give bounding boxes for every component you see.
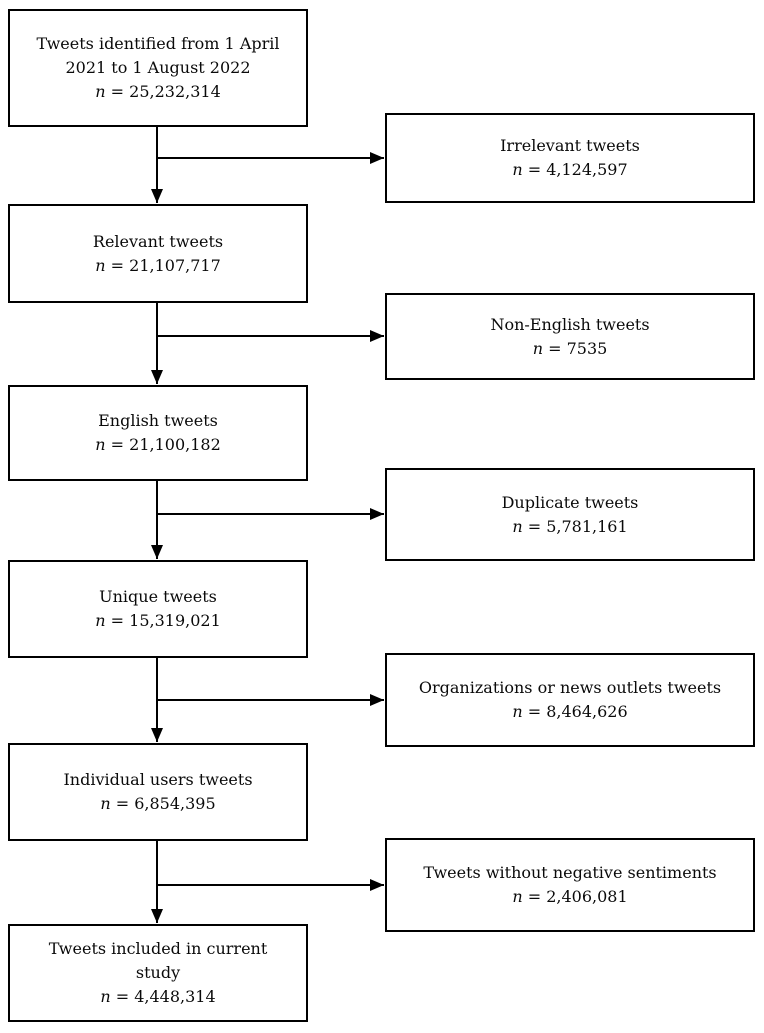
n-value: = 8,464,626 — [527, 702, 628, 721]
box-label: Relevant tweets — [92, 231, 224, 251]
n-value: = 15,319,021 — [110, 611, 221, 630]
flow-box-included: Tweets included in current study n = 4,4… — [8, 924, 308, 1022]
n-value: = 6,854,395 — [115, 794, 216, 813]
n-variable: n — [512, 887, 523, 906]
box-count: n = 4,448,314 — [100, 985, 215, 1009]
n-variable: n — [512, 516, 523, 536]
exclusion-box-non-english: Non-English tweets n = 7535 — [385, 293, 755, 380]
box-label: Tweets included in current study — [48, 939, 268, 982]
n-variable: n — [95, 255, 106, 275]
n-variable: n — [100, 794, 111, 813]
box-count: n = 2,406,081 — [512, 885, 627, 909]
box-count: n = 8,464,626 — [512, 700, 627, 724]
exclusion-box-organizations: Organizations or news outlets tweets n =… — [385, 653, 755, 747]
exclusion-box-duplicate: Duplicate tweets n = 5,781,161 — [385, 468, 755, 561]
box-count: n = 25,232,314 — [95, 80, 221, 104]
flow-box-unique: Unique tweets n = 15,319,021 — [8, 560, 308, 658]
n-variable: n — [512, 702, 523, 721]
box-label: Non-English tweets — [490, 314, 650, 334]
n-variable: n — [532, 338, 543, 358]
n-value: = 5,781,161 — [527, 516, 628, 536]
box-count: n = 15,319,021 — [95, 609, 221, 633]
exclusion-box-irrelevant: Irrelevant tweets n = 4,124,597 — [385, 113, 755, 203]
box-count: n = 5,781,161 — [512, 515, 627, 539]
box-count: n = 4,124,597 — [512, 158, 627, 182]
n-value: = 21,100,182 — [110, 435, 221, 454]
box-count: n = 6,854,395 — [100, 792, 215, 816]
box-label: Organizations or news outlets tweets — [418, 678, 722, 697]
n-variable: n — [95, 82, 106, 101]
n-variable: n — [95, 435, 106, 454]
box-label: Individual users tweets — [63, 770, 253, 789]
n-variable: n — [100, 987, 111, 1006]
n-value: = 7535 — [548, 338, 608, 358]
flow-box-identified: Tweets identified from 1 April 2021 to 1… — [8, 9, 308, 127]
flow-box-relevant: Relevant tweets n = 21,107,717 — [8, 204, 308, 303]
box-count: n = 7535 — [533, 337, 608, 361]
box-label: Tweets without negative sentiments — [423, 863, 717, 882]
n-value: = 25,232,314 — [110, 82, 221, 101]
box-count: n = 21,100,182 — [95, 433, 221, 457]
box-label: English tweets — [98, 411, 218, 430]
box-label: Duplicate tweets — [501, 492, 639, 512]
box-label: Unique tweets — [99, 587, 217, 606]
n-value: = 2,406,081 — [527, 887, 628, 906]
n-value: = 4,448,314 — [115, 987, 216, 1006]
box-label: Tweets identified from 1 April 2021 to 1… — [36, 34, 280, 77]
exclusion-box-non-negative: Tweets without negative sentiments n = 2… — [385, 838, 755, 932]
n-variable: n — [95, 611, 106, 630]
n-variable: n — [512, 160, 523, 179]
box-label: Irrelevant tweets — [500, 136, 640, 155]
flow-box-individual-users: Individual users tweets n = 6,854,395 — [8, 743, 308, 841]
n-value: = 4,124,597 — [527, 160, 628, 179]
box-count: n = 21,107,717 — [95, 254, 221, 278]
n-value: = 21,107,717 — [110, 255, 221, 275]
flow-box-english: English tweets n = 21,100,182 — [8, 385, 308, 481]
